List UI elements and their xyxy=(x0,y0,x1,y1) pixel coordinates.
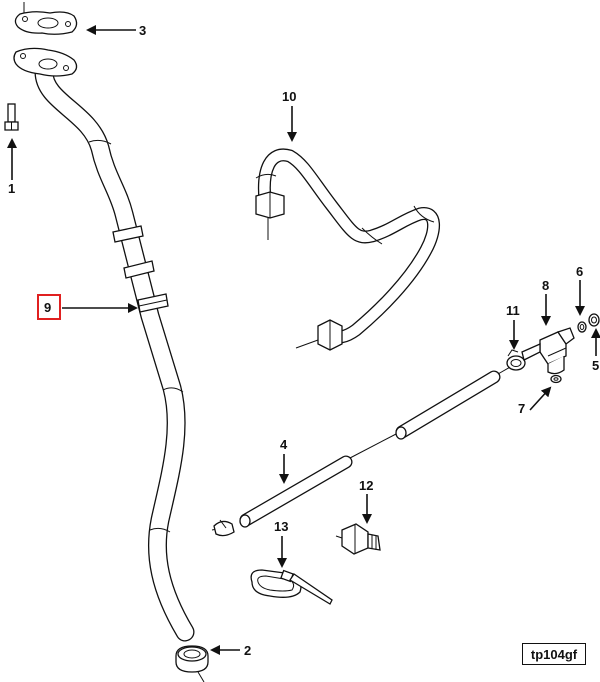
o-ring-part xyxy=(577,321,587,333)
callout-labels: 3 1 2 10 4 13 12 11 8 6 5 7 xyxy=(8,23,599,658)
cable-tie-part xyxy=(250,569,333,605)
callout-1: 1 xyxy=(8,181,15,196)
highlight-box xyxy=(37,294,61,320)
washer-part xyxy=(550,374,562,384)
drain-tube-left xyxy=(34,62,195,642)
callout-5: 5 xyxy=(592,358,599,373)
reference-code: tp104gf xyxy=(530,646,578,662)
callout-11: 11 xyxy=(506,303,520,318)
callout-leaders xyxy=(6,25,600,655)
fitting-part xyxy=(335,523,381,555)
callout-6: 6 xyxy=(576,264,583,279)
callout-9-highlight: 9 xyxy=(37,294,61,320)
hose-part xyxy=(211,365,513,537)
reference-code-box: tp104gf xyxy=(522,643,586,665)
gasket-part xyxy=(14,2,78,35)
callout-13: 13 xyxy=(274,519,288,534)
callout-9: 9 xyxy=(44,300,51,315)
callout-3: 3 xyxy=(139,23,146,38)
callout-2: 2 xyxy=(244,643,251,658)
leader-7 xyxy=(529,386,552,411)
bent-pipe-part xyxy=(255,148,440,351)
callout-8: 8 xyxy=(542,278,549,293)
tube-flange xyxy=(13,47,78,77)
callout-7: 7 xyxy=(518,401,525,416)
clamp-part xyxy=(506,349,526,371)
cap-part xyxy=(588,313,600,327)
callout-12: 12 xyxy=(359,478,373,493)
callout-4: 4 xyxy=(280,437,288,452)
grommet-part xyxy=(175,645,209,682)
callout-10: 10 xyxy=(282,89,296,104)
bolt-part xyxy=(4,103,19,131)
tee-fitting-part xyxy=(521,327,575,375)
